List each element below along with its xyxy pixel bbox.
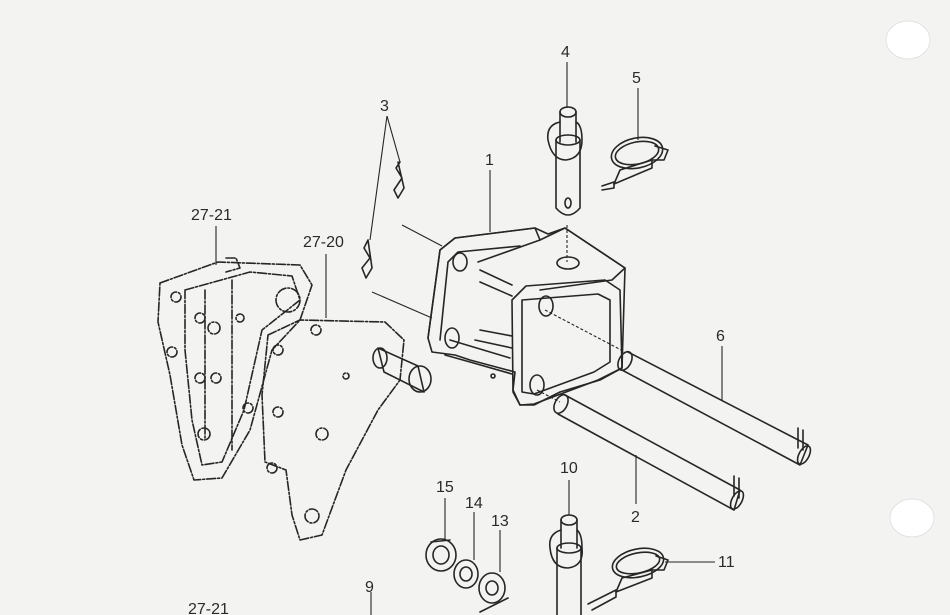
punch-hole-bottom [889, 498, 935, 538]
snap-pin-3-upper [393, 161, 405, 199]
label-part-27-21-lower: 27-21 [188, 601, 229, 615]
side-plate-27-20 [261, 319, 405, 541]
label-part-13: 13 [491, 513, 509, 530]
label-part-10: 10 [560, 460, 578, 477]
label-part-2: 2 [631, 509, 640, 526]
label-part-3: 3 [380, 98, 389, 115]
part-labels: 1 2 3 4 5 6 9 10 11 13 14 15 27-20 27-21… [188, 44, 735, 615]
long-pin-2 [553, 393, 745, 511]
label-part-15: 15 [436, 479, 454, 496]
linch-pin-11 [587, 547, 669, 611]
washer-13 [478, 572, 506, 604]
label-part-9: 9 [365, 579, 374, 596]
label-part-14: 14 [465, 495, 483, 512]
label-part-4: 4 [561, 44, 570, 61]
snap-pin-3-lower [361, 239, 373, 279]
label-part-6: 6 [716, 328, 725, 345]
long-pin-6 [617, 350, 812, 466]
hitch-pin-10 [548, 514, 584, 615]
bracket-1 [427, 227, 626, 406]
linch-pin-5 [601, 136, 669, 191]
nut-15 [425, 538, 457, 572]
label-part-5: 5 [632, 70, 641, 87]
side-plate-boss [372, 347, 432, 393]
hitch-pin-4 [546, 106, 583, 216]
bolt-9-partial [479, 597, 509, 613]
punch-hole-top [885, 20, 931, 60]
leader-lines [215, 62, 723, 615]
lock-washer-14 [453, 559, 479, 589]
label-part-11: 11 [718, 554, 735, 571]
label-part-27-20: 27-20 [303, 234, 344, 251]
frame-plate-27-21 [157, 257, 313, 481]
label-part-1: 1 [485, 152, 494, 169]
label-part-27-21: 27-21 [191, 207, 232, 224]
